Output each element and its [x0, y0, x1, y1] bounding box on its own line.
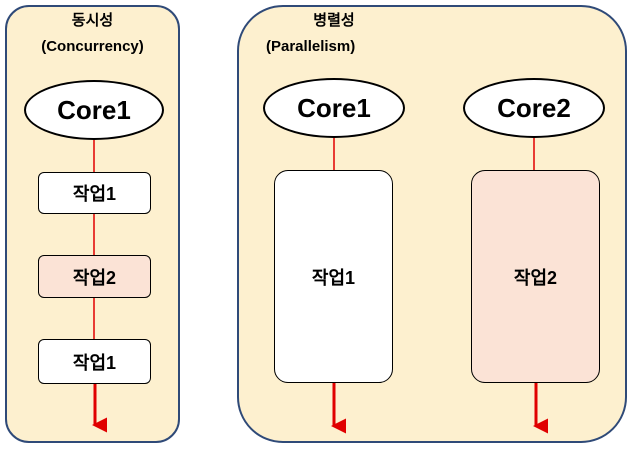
parallelism-subtitle: (Parallelism) [266, 38, 356, 55]
parallel-core2-node: Core2 [463, 78, 605, 138]
parallelism-title: 병렬성 [313, 12, 355, 29]
concurrency-task-1: 작업1 [38, 172, 151, 214]
concurrency-task-3: 작업1 [38, 339, 151, 384]
concurrency-core-node: Core1 [24, 80, 164, 140]
parallel-task-core1: 작업1 [274, 170, 393, 383]
concurrency-subtitle: (Concurrency) [41, 38, 144, 55]
concurrency-task-2: 작업2 [38, 255, 151, 298]
concurrency-title: 동시성 [71, 12, 114, 29]
parallel-core1-node: Core1 [263, 78, 405, 138]
parallel-task-core2: 작업2 [471, 170, 600, 383]
